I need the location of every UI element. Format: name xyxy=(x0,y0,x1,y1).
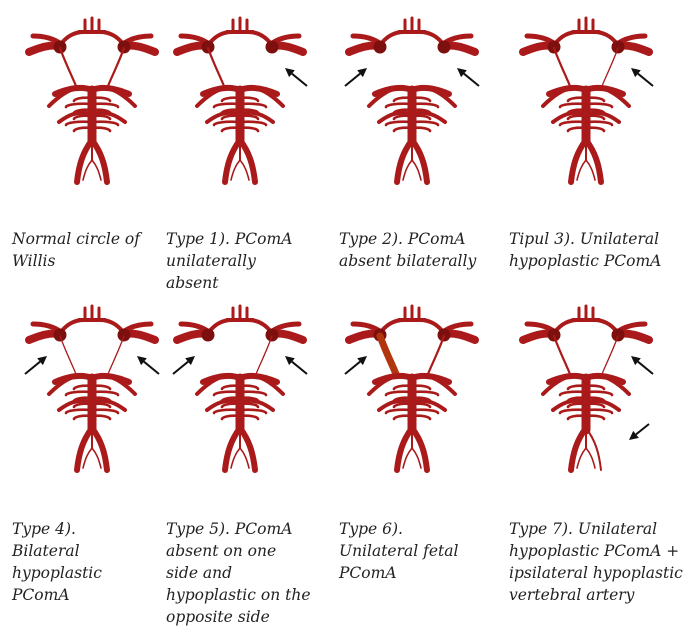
anterior-cerebral-artery-left xyxy=(381,32,404,44)
anterior-spinal-right xyxy=(412,160,421,180)
pointer-arrow xyxy=(173,356,195,374)
caption-type5: Type 5). PComA absent on one side and hy… xyxy=(166,518,346,628)
pointer-arrow xyxy=(25,356,47,374)
anterior-spinal-left xyxy=(577,448,586,468)
pointer-arrow xyxy=(285,356,307,374)
anterior-spinal-left xyxy=(231,448,240,468)
posterior-communicating-artery-left xyxy=(60,336,76,374)
anterior-spinal-left xyxy=(83,160,92,180)
circle-of-willis-diagram-type5 xyxy=(175,302,305,472)
anterior-spinal-left xyxy=(83,448,92,468)
arrow-shaft xyxy=(25,362,40,374)
internal-carotid-left xyxy=(54,329,67,342)
arrow-shaft xyxy=(345,74,360,86)
anterior-spinal-right xyxy=(586,160,595,180)
arrow-shaft xyxy=(638,74,653,86)
anterior-spinal-right xyxy=(240,160,249,180)
anterior-cerebral-artery-left xyxy=(555,32,578,44)
arrow-shaft xyxy=(638,362,653,374)
anterior-spinal-right xyxy=(586,448,595,468)
anterior-cerebral-artery-right xyxy=(248,320,271,332)
anterior-cerebral-artery-right xyxy=(248,32,271,44)
internal-carotid-left xyxy=(374,41,387,54)
caption-type2: Type 2). PComA absent bilaterally xyxy=(339,228,519,272)
arrow-shaft xyxy=(144,362,159,374)
pointer-arrow xyxy=(631,68,653,86)
posterior-communicating-artery-right xyxy=(602,336,618,374)
posterior-communicating-artery-right xyxy=(428,336,444,374)
circle-of-willis-diagram-type1 xyxy=(175,14,305,184)
anterior-cerebral-artery-left xyxy=(555,320,578,332)
posterior-communicating-artery-right xyxy=(108,48,124,86)
posterior-communicating-artery-right xyxy=(602,48,618,86)
pointer-arrow xyxy=(285,68,307,86)
posterior-communicating-artery-left xyxy=(554,336,570,374)
anterior-spinal-left xyxy=(577,160,586,180)
circle-of-willis-diagram-type2 xyxy=(347,14,477,184)
caption-type1: Type 1). PComA unilaterally absent xyxy=(166,228,346,294)
anterior-cerebral-artery-right xyxy=(420,32,443,44)
posterior-communicating-artery-right xyxy=(256,336,272,374)
pointer-arrow xyxy=(345,68,367,86)
anterior-cerebral-artery-right xyxy=(100,320,123,332)
pointer-arrow xyxy=(457,68,479,86)
arrow-shaft xyxy=(636,424,649,434)
anterior-spinal-right xyxy=(240,448,249,468)
internal-carotid-right xyxy=(612,329,625,342)
caption-type3: Tipul 3). Unilateral hypoplastic PComA xyxy=(509,228,689,272)
anterior-spinal-left xyxy=(231,160,240,180)
circle-of-willis-diagram-type3 xyxy=(521,14,651,184)
circle-of-willis-diagram-type4 xyxy=(27,302,157,472)
caption-type6: Type 6). Unilateral fetal PComA xyxy=(339,518,519,584)
anterior-cerebral-artery-left xyxy=(209,320,232,332)
posterior-communicating-artery-left xyxy=(380,336,396,374)
internal-carotid-right xyxy=(266,329,279,342)
arrow-shaft xyxy=(292,362,307,374)
caption-type4: Type 4). Bilateral hypoplastic PComA xyxy=(12,518,192,606)
anterior-cerebral-artery-right xyxy=(420,320,443,332)
pointer-arrow xyxy=(631,356,653,374)
arrow-shaft xyxy=(345,362,360,374)
posterior-communicating-artery-left xyxy=(208,48,224,86)
internal-carotid-right xyxy=(118,329,131,342)
anterior-spinal-right xyxy=(412,448,421,468)
anterior-cerebral-artery-right xyxy=(594,32,617,44)
pointer-arrow xyxy=(345,356,367,374)
anterior-spinal-left xyxy=(403,448,412,468)
internal-carotid-right xyxy=(612,41,625,54)
posterior-communicating-artery-left xyxy=(554,48,570,86)
anterior-spinal-right xyxy=(92,160,101,180)
circle-of-willis-diagram-normal xyxy=(27,14,157,184)
circle-of-willis-diagram-type6 xyxy=(347,302,477,472)
pointer-arrow xyxy=(137,356,159,374)
posterior-communicating-artery-left xyxy=(60,48,76,86)
anterior-cerebral-artery-left xyxy=(209,32,232,44)
arrow-shaft xyxy=(464,74,479,86)
caption-type7: Type 7). Unilateral hypoplastic PComA + … xyxy=(509,518,689,606)
anterior-spinal-right xyxy=(92,448,101,468)
posterior-communicating-artery-right xyxy=(108,336,124,374)
pointer-arrow xyxy=(629,424,649,440)
anterior-cerebral-artery-right xyxy=(100,32,123,44)
internal-carotid-left xyxy=(202,329,215,342)
arrow-shaft xyxy=(292,74,307,86)
arrow-shaft xyxy=(173,362,188,374)
internal-carotid-right xyxy=(266,41,279,54)
anterior-cerebral-artery-right xyxy=(594,320,617,332)
anterior-cerebral-artery-left xyxy=(61,320,84,332)
caption-normal: Normal circle of Willis xyxy=(12,228,192,272)
anterior-cerebral-artery-left xyxy=(61,32,84,44)
internal-carotid-right xyxy=(438,41,451,54)
circle-of-willis-diagram-type7 xyxy=(521,302,651,472)
anterior-spinal-left xyxy=(403,160,412,180)
anterior-cerebral-artery-left xyxy=(381,320,404,332)
